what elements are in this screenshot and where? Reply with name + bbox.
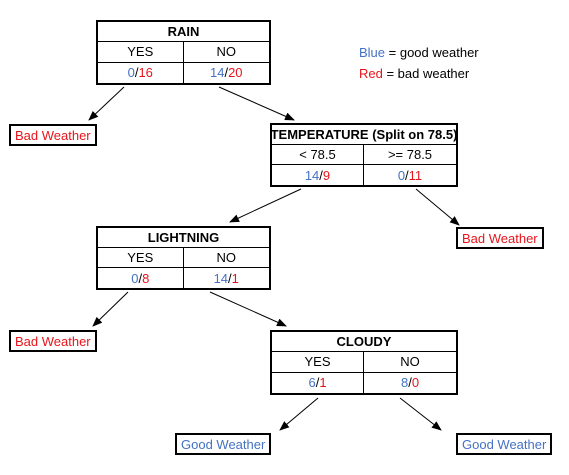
good-count: 6 — [308, 375, 316, 391]
leaf-temperature-high: Bad Weather — [456, 227, 544, 249]
legend-bad: Red = bad weather — [359, 66, 469, 81]
legend-blue-text: = good weather — [385, 45, 479, 60]
node-rain-no-counts: 14/20 — [184, 63, 270, 83]
bad-count: 20 — [228, 65, 243, 81]
edge-cloudy-yes — [279, 397, 319, 431]
count-separator: / — [228, 270, 232, 286]
leaf-cloudy-yes: Good Weather — [175, 433, 272, 455]
node-cloudy: CLOUDY YES NO 6/1 8/0 — [270, 330, 458, 395]
node-lightning-yes-label: YES — [98, 248, 184, 268]
node-lightning-no-label: NO — [183, 248, 269, 268]
bad-count: 11 — [408, 167, 423, 183]
count-separator: / — [405, 167, 409, 183]
leaf-rain-yes: Bad Weather — [9, 124, 97, 146]
node-rain-yes-counts: 0/16 — [98, 62, 184, 83]
good-count: 8 — [400, 375, 409, 391]
count-separator: / — [315, 375, 320, 391]
good-count: 14 — [304, 167, 320, 183]
legend-red-text: = bad weather — [382, 66, 470, 81]
node-rain: RAIN YES NO 0/16 14/20 — [96, 20, 271, 85]
bad-count: 0 — [411, 375, 420, 391]
node-temperature-high-label: >= 78.5 — [364, 145, 456, 165]
good-count: 14 — [209, 65, 225, 81]
node-rain-yes-label: YES — [98, 42, 184, 63]
leaf-lightning-yes: Bad Weather — [9, 330, 97, 352]
edge-rain-no — [218, 86, 295, 121]
edge-lightning-no — [209, 291, 287, 327]
node-lightning: LIGHTNING YES NO 0/8 14/1 — [96, 226, 271, 290]
edge-temp-low — [229, 188, 302, 223]
node-cloudy-no-counts: 8/0 — [364, 373, 456, 393]
node-cloudy-yes-counts: 6/1 — [272, 372, 364, 393]
legend-red-word: Red — [359, 66, 383, 81]
node-temperature-high-counts: 0/11 — [364, 165, 456, 185]
node-temperature-title: TEMPERATURE (Split on 78.5) — [271, 125, 457, 145]
node-temperature-low-label: < 78.5 — [272, 145, 364, 165]
leaf-cloudy-no: Good Weather — [456, 433, 553, 455]
good-count: 0 — [131, 270, 139, 286]
node-lightning-title: LIGHTNING — [98, 228, 269, 248]
edge-rain-yes — [88, 86, 125, 121]
count-separator: / — [138, 270, 143, 286]
count-separator: / — [319, 167, 323, 183]
node-lightning-yes-counts: 0/8 — [98, 268, 184, 288]
count-separator: / — [408, 375, 412, 391]
bad-count: 8 — [142, 270, 150, 286]
bad-count: 1 — [231, 270, 239, 286]
node-rain-title: RAIN — [98, 22, 269, 43]
count-separator: / — [134, 65, 139, 81]
bad-count: 1 — [319, 375, 327, 391]
node-cloudy-title: CLOUDY — [272, 332, 456, 353]
edge-lightning-yes — [92, 291, 129, 327]
node-cloudy-yes-label: YES — [272, 352, 364, 373]
node-temperature-low-counts: 14/9 — [272, 165, 364, 185]
legend-blue-word: Blue — [359, 45, 386, 60]
edge-cloudy-no — [399, 397, 442, 431]
good-count: 14 — [213, 270, 229, 286]
edge-temp-high — [415, 188, 460, 226]
node-lightning-no-counts: 14/1 — [184, 268, 270, 288]
bad-count: 16 — [138, 65, 153, 81]
legend-good: Blue = good weather — [359, 45, 479, 60]
count-separator: / — [224, 65, 229, 81]
node-cloudy-no-label: NO — [364, 352, 456, 373]
node-temperature: TEMPERATURE (Split on 78.5) < 78.5 >= 78… — [270, 123, 458, 187]
bad-count: 9 — [322, 167, 331, 183]
good-count: 0 — [127, 65, 135, 81]
node-rain-no-label: NO — [183, 42, 269, 63]
good-count: 0 — [397, 167, 406, 183]
